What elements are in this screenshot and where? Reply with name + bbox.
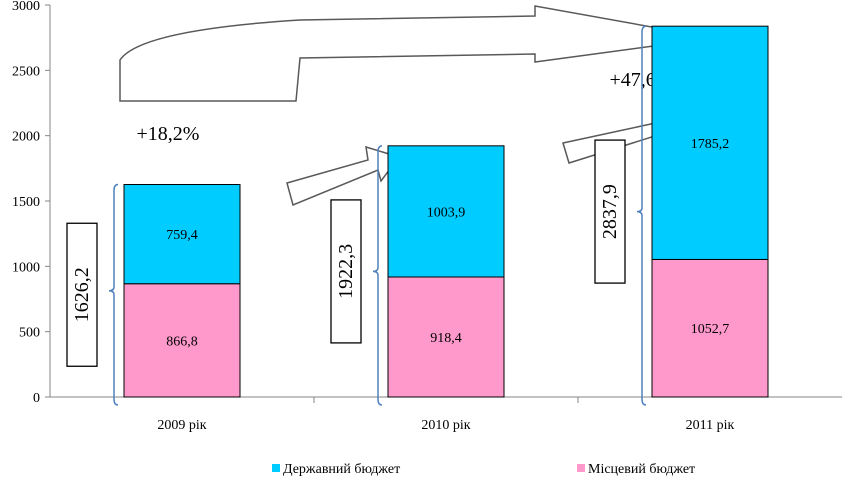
total-label: 2837,9 (599, 184, 621, 239)
y-tick-label: 2500 (12, 64, 40, 79)
legend-label-local: Місцевий бюджет (588, 462, 695, 477)
big-curved-arrow (119, 5, 714, 102)
bar-segment-local (123, 283, 241, 398)
bars: 866,8 759,4 918,4 1003,9 1052,7 1785,2 (123, 25, 769, 398)
total-labels: 1626,2 1922,3 2837,9 (66, 25, 647, 406)
bar-value-label: 759,4 (166, 228, 198, 243)
y-tick-label: 2000 (12, 130, 40, 145)
bar-segment-local (387, 276, 505, 398)
y-tick-label: 500 (19, 326, 40, 341)
x-tick-label: 2009 рік (157, 418, 206, 433)
legend: Державний бюджет Місцевий бюджет (272, 462, 695, 477)
total-bracket (372, 145, 383, 406)
legend-swatch-state (272, 464, 280, 472)
bar-segment-state (123, 184, 241, 285)
y-tick-label: 3000 (12, 0, 40, 14)
bar-value-label: 866,8 (166, 334, 198, 349)
bar-segment-local (651, 258, 769, 398)
x-tick-label: 2011 рік (686, 418, 735, 433)
total-label-box (594, 139, 626, 284)
bar-value-label: 1785,2 (691, 137, 730, 152)
total-label-box (330, 199, 362, 344)
bar-value-label: 918,4 (430, 331, 462, 346)
total-label-box (66, 222, 98, 367)
total-label: 1922,3 (335, 244, 357, 299)
legend-swatch-local (577, 464, 585, 472)
growth-label-1: +18,2% (137, 123, 200, 145)
x-axis-ticks: 2009 рік 2010 рік 2011 рік (157, 397, 735, 433)
y-tick-label: 0 (33, 391, 40, 406)
total-bracket (108, 183, 119, 406)
small-arrow-2009-2010 (286, 145, 401, 207)
x-tick-label: 2010 рік (421, 418, 470, 433)
y-tick-label: 1500 (12, 195, 40, 210)
legend-label-state: Державний бюджет (283, 462, 400, 477)
y-tick-label: 1000 (12, 260, 40, 275)
bar-segment-state (387, 145, 505, 278)
bar-value-label: 1003,9 (427, 205, 466, 220)
total-bracket (636, 25, 647, 406)
bar-segment-state (651, 25, 769, 260)
bar-value-label: 1052,7 (691, 322, 730, 337)
total-label: 1626,2 (71, 267, 93, 322)
y-axis-ticks: 0 500 1000 1500 2000 2500 3000 (12, 0, 50, 406)
